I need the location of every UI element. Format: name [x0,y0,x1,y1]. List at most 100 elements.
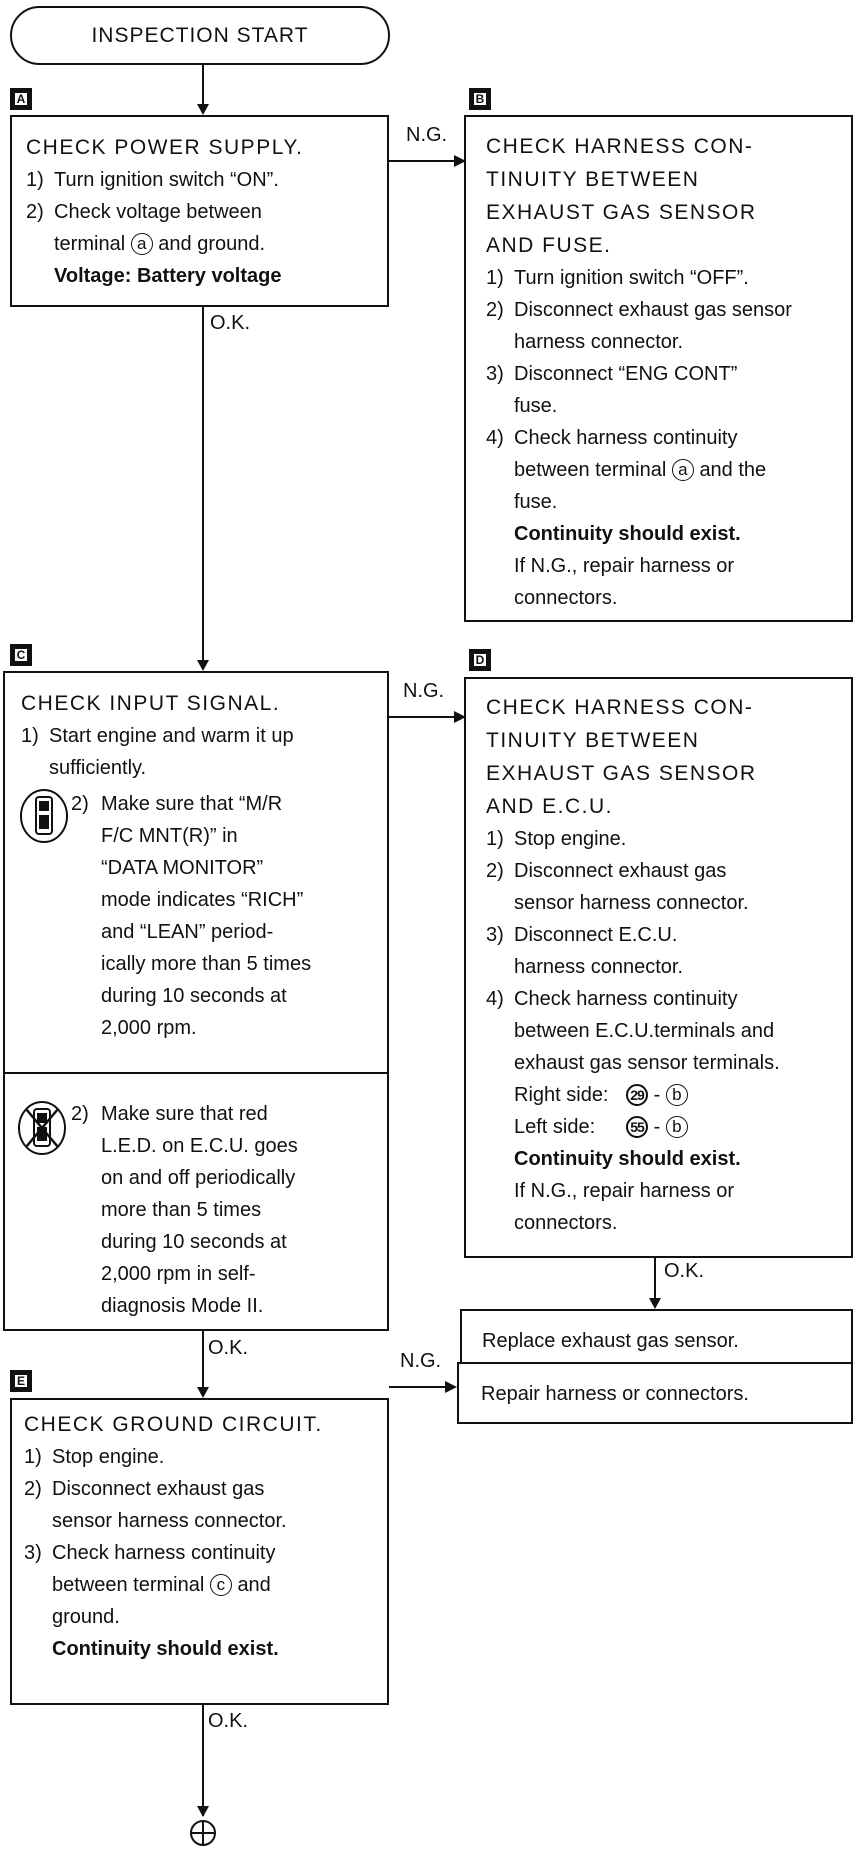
step-b-ng-note-cont: connectors. [514,587,618,609]
step-num: 2) [486,860,504,882]
step-c-no-consult-line: more than 5 times [101,1199,262,1221]
step-c-consult-line: and “LEAN” period- [101,921,274,943]
step-c-consult-line: F/C MNT(R)” in [101,825,238,847]
terminal-b-icon: b [665,1116,688,1138]
text: - [653,1116,661,1138]
step-e-item-3-cont: ground. [52,1606,120,1628]
replace-sensor-box: Replace exhaust gas sensor. [460,1309,853,1371]
step-a-box: CHECK POWER SUPPLY. 1) Turn ignition swit… [10,115,389,307]
text: terminal [54,233,126,255]
terminal-a-icon: a [671,459,694,481]
step-num: 2) [24,1478,42,1500]
step-d-title-4: AND E.C.U. [486,795,614,818]
step-d-item-1: Stop engine. [514,828,627,850]
step-c-consult-lines: Make sure that “M/R F/C MNT(R)” in “DATA… [101,788,311,1044]
step-b-box: CHECK HARNESS CON- TINUITY BETWEEN EXHAU… [464,115,853,622]
text: and the [699,459,767,481]
step-c-no-consult-line: L.E.D. on E.C.U. goes [101,1135,298,1157]
step-e-item-2-cont: sensor harness connector. [52,1510,287,1532]
step-c-no-consult-lines: Make sure that red L.E.D. on E.C.U. goes… [101,1098,298,1322]
step-d-item-3-cont: harness connector. [514,956,683,978]
step-c-consult-line: mode indicates “RICH” [101,889,304,911]
step-e-item-1: Stop engine. [52,1446,165,1468]
step-c-box: CHECK INPUT SIGNAL. 1)Start engine and w… [3,671,389,1331]
ecu-terminal-29-icon: 29 [626,1084,648,1106]
step-d-item-2: Disconnect exhaust gas [514,860,727,882]
text: between terminal [514,459,667,481]
step-c-no-consult-text: 2) Make sure that red L.E.D. on E.C.U. g… [71,1098,298,1322]
ok-label-a: O.K. [210,312,251,334]
ng-label-e: N.G. [400,1350,442,1372]
step-a-item-2: Check voltage between [54,201,262,223]
step-num: 3) [24,1542,42,1564]
step-c-upper: CHECK INPUT SIGNAL. 1)Start engine and w… [21,687,387,784]
step-d-spec: Continuity should exist. [514,1148,741,1170]
step-c-badge: C [10,644,32,666]
step-d-item-2-cont: sensor harness connector. [514,892,749,914]
step-c-no-consult-line: 2,000 rpm in self- [101,1263,256,1285]
step-c-consult-line: “DATA MONITOR” [101,857,264,879]
step-c-item-1-cont: sufficiently. [49,757,147,779]
terminal-a-icon: a [130,233,153,255]
step-num: 2) [71,1103,89,1125]
step-d-ng-note: If N.G., repair harness or [514,1180,735,1202]
inspection-start-terminal: INSPECTION START [10,6,390,65]
step-c-item-1: Start engine and warm it up [49,725,294,747]
step-d-item-4: Check harness continuity [514,988,738,1010]
repair-harness-text: Repair harness or connectors. [481,1383,749,1405]
step-a-badge: A [10,88,32,110]
step-b-title-2: TINUITY BETWEEN [486,168,700,191]
repair-harness-box: Repair harness or connectors. [457,1362,853,1424]
text: and ground. [158,233,266,255]
step-d-left-side: Left side: 55 - b [486,1111,851,1143]
step-b-title-4: AND FUSE. [486,234,612,257]
terminal-b-icon: b [665,1084,688,1106]
step-a-spec: Voltage: Battery voltage [54,265,282,287]
step-a-item-1: Turn ignition switch “ON”. [54,169,279,191]
step-d-item-4-cont: between E.C.U.terminals and [514,1020,775,1042]
step-d-title-2: TINUITY BETWEEN [486,729,700,752]
step-e-item-3: Check harness continuity [52,1542,276,1564]
step-c-no-consult-line: diagnosis Mode II. [101,1295,264,1317]
step-c-consult-line: Make sure that “M/R [101,793,283,815]
step-c-no-consult-line: Make sure that red [101,1103,268,1125]
step-b-item-4: Check harness continuity [514,427,738,449]
step-d-box: CHECK HARNESS CON- TINUITY BETWEEN EXHAU… [464,677,853,1258]
step-e-badge: E [10,1370,32,1392]
step-c-consult-line: ically more than 5 times [101,953,312,975]
step-b-item-3: Disconnect “ENG CONT” [514,363,738,385]
inspection-start-label: INSPECTION START [91,23,309,47]
ok-label-c: O.K. [208,1337,249,1359]
step-b-item-3-cont: fuse. [514,395,558,417]
step-e-box: CHECK GROUND CIRCUIT. 1)Stop engine. 2)D… [10,1398,389,1705]
terminal-c-icon: c [209,1574,232,1596]
ecu-terminal-55-icon: 55 [626,1116,648,1138]
step-c-no-consult-line: on and off periodically [101,1167,296,1189]
step-b-item-1: Turn ignition switch “OFF”. [514,267,749,289]
ng-label-a: N.G. [406,124,448,146]
step-num: 3) [486,924,504,946]
no-consult-tool-icon [18,1101,66,1155]
text: - [653,1084,661,1106]
step-b-item-2: Disconnect exhaust gas sensor [514,299,792,321]
ng-label-c: N.G. [403,680,445,702]
step-c-consult-text: 2) Make sure that “M/R F/C MNT(R)” in “D… [71,788,311,1044]
step-b-spec: Continuity should exist. [514,523,741,545]
step-b-title-3: EXHAUST GAS SENSOR [486,201,757,224]
step-num: 4) [486,427,504,449]
text: Left side: [514,1116,596,1138]
step-b-title-1: CHECK HARNESS CON- [486,135,754,158]
step-num: 4) [486,988,504,1010]
step-a-title: CHECK POWER SUPPLY. [26,136,304,159]
step-d-item-4-cont: exhaust gas sensor terminals. [514,1052,780,1074]
step-c-no-consult-line: during 10 seconds at [101,1231,287,1253]
step-c-consult-line: during 10 seconds at [101,985,287,1007]
step-num: 3) [486,363,504,385]
replace-sensor-text: Replace exhaust gas sensor. [482,1330,739,1352]
continue-connector-icon [190,1820,216,1846]
step-num: 1) [26,169,44,191]
text: Right side: [514,1084,609,1106]
ok-label-e: O.K. [208,1710,249,1732]
ok-label-d: O.K. [664,1260,705,1282]
